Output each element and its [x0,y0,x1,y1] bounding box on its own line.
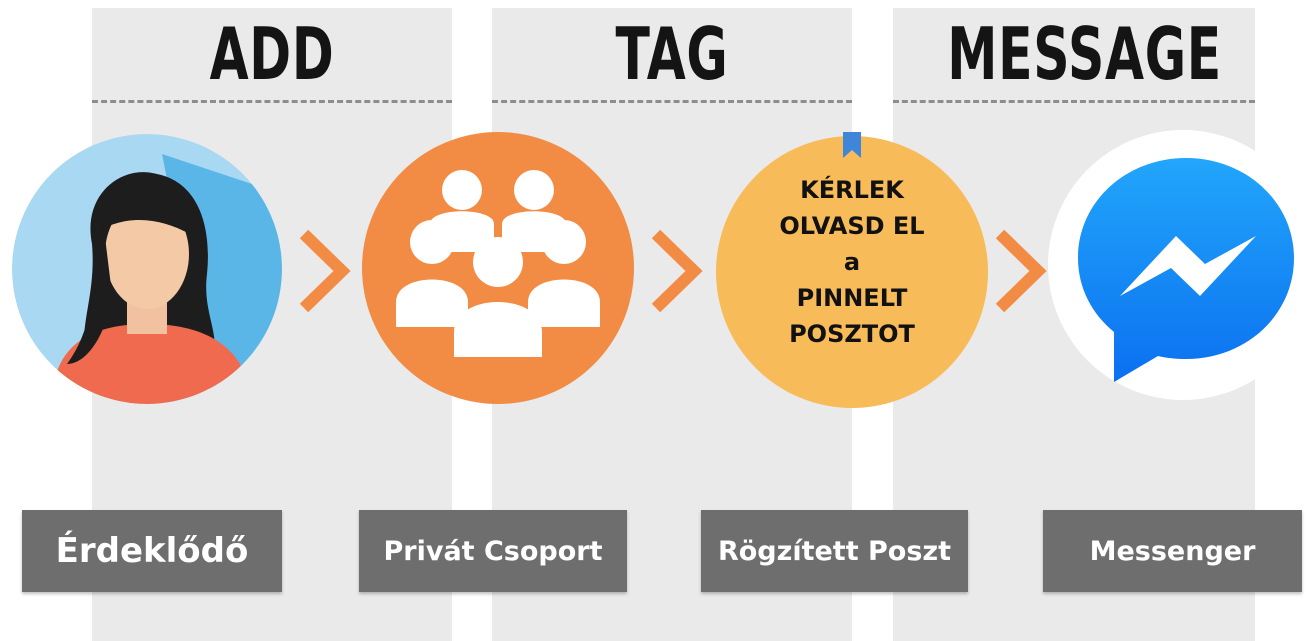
step-label-erdeklodo: Érdeklődő [22,510,282,592]
pinned-post-text: KÉRLEK OLVASD EL a PINNELT POSZTOT [716,172,988,352]
pinned-post-line: POSZTOT [789,320,915,348]
header-divider-message [893,100,1255,103]
step-label-rogzitett-poszt: Rögzített Poszt [701,510,968,592]
header-message: MESSAGE [947,12,1222,96]
chevron-right-icon [299,229,351,313]
messenger-icon [1048,130,1312,400]
pinned-post-line: KÉRLEK [800,176,904,204]
pinned-post-line: PINNELT [796,284,908,312]
step-label-privat-csoport: Privát Csoport [359,510,627,592]
chevron-right-icon [995,229,1047,313]
bookmark-icon [843,132,861,158]
chevron-right-icon [651,229,703,313]
header-divider-add [92,100,452,103]
group-people-icon [362,132,634,404]
header-tag: TAG [615,12,729,96]
header-add: ADD [209,12,335,96]
header-divider-tag [492,100,852,103]
woman-avatar-icon [12,134,282,404]
pinned-post-icon [716,136,988,408]
pinned-post-line: OLVASD EL [779,212,925,240]
pinned-post-line: a [843,248,861,276]
step-label-messenger: Messenger [1043,510,1302,592]
